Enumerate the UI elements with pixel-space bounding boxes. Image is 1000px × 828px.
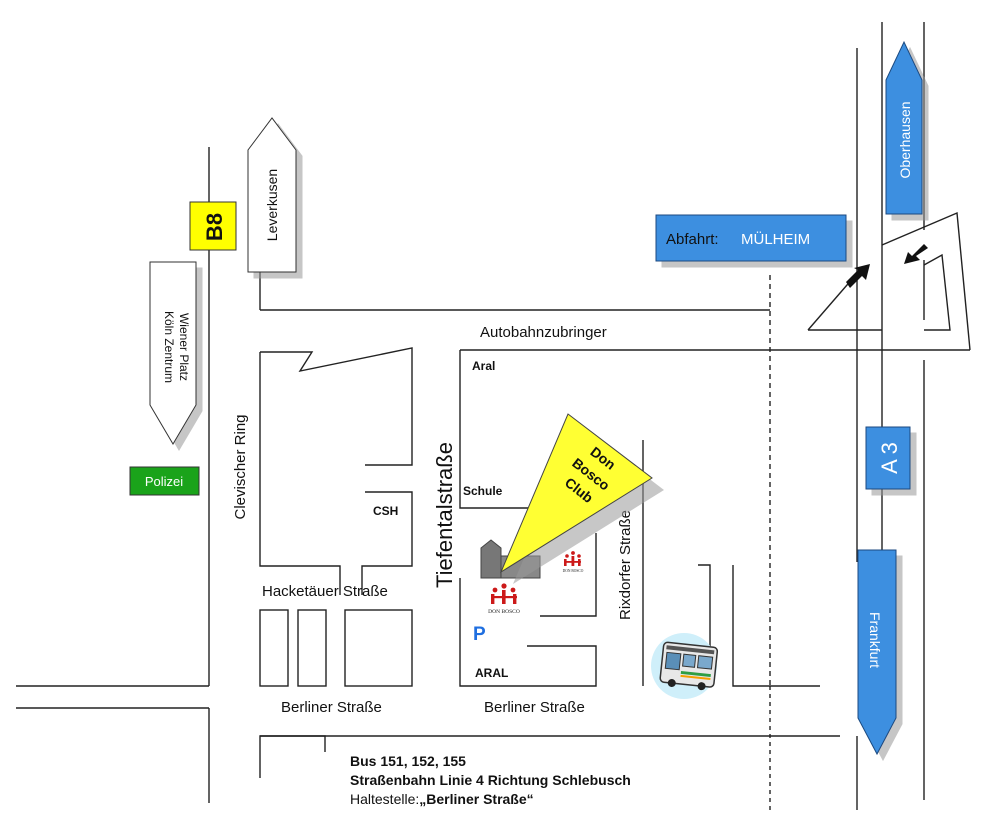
- street-rixdorfer: Rixdorfer Straße: [617, 510, 634, 620]
- don-bosco-logo-text: DON BOSCO: [488, 609, 520, 615]
- schule-label: Schule: [463, 484, 503, 498]
- tram-line: Straßenbahn Linie 4 Richtung Schlebusch: [350, 772, 631, 788]
- koeln-zentrum-label: Köln Zentrum: [162, 311, 176, 383]
- aral-bottom-label: ARAL: [475, 666, 508, 680]
- oberhausen-sign: Oberhausen: [885, 40, 923, 215]
- parking-label: P: [473, 624, 486, 645]
- csh-label: CSH: [373, 504, 398, 518]
- b8-sign: B8: [189, 201, 237, 251]
- transit-info: Bus 151, 152, 155 Straßenbahn Linie 4 Ri…: [350, 752, 631, 809]
- street-clevischer-ring: Clevischer Ring: [232, 414, 249, 519]
- a3-label: A 3: [877, 442, 902, 474]
- b8-label: B8: [202, 213, 227, 241]
- stop-prefix: Haltestelle:: [350, 791, 420, 807]
- street-berliner-right: Berliner Straße: [484, 699, 585, 716]
- bus-icon: [651, 633, 719, 699]
- street-autobahnzubringer: Autobahnzubringer: [480, 324, 607, 341]
- a3-sign: A 3: [865, 426, 911, 490]
- don-bosco-logo-small-icon: DON BOSCO: [563, 551, 584, 573]
- exit-arrow-icon: [846, 244, 928, 288]
- aral-top-label: Aral: [472, 359, 495, 373]
- wiener-platz-sign: Wiener Platz Köln Zentrum: [149, 261, 197, 445]
- oberhausen-label: Oberhausen: [897, 101, 913, 178]
- stop-line: Haltestelle:„Berliner Straße“: [350, 790, 631, 809]
- polizei-sign: Polizei: [129, 466, 200, 496]
- bus-lines: Bus 151, 152, 155: [350, 753, 466, 769]
- wiener-platz-label: Wiener Platz: [177, 313, 191, 381]
- polizei-label: Polizei: [145, 474, 183, 489]
- leverkusen-sign: Leverkusen: [247, 117, 297, 273]
- don-bosco-logo-small-text: DON BOSCO: [563, 569, 584, 573]
- stop-name: „Berliner Straße“: [419, 791, 534, 807]
- street-hacketaeuer: Hacketäuer Straße: [262, 583, 388, 600]
- abfahrt-name: MÜLHEIM: [741, 230, 810, 248]
- road-lines: [16, 22, 971, 810]
- don-bosco-logo-icon: DON BOSCO: [488, 583, 520, 615]
- don-bosco-callout: Don Bosco Club: [499, 413, 664, 584]
- frankfurt-label: Frankfurt: [867, 612, 883, 668]
- abfahrt-prefix: Abfahrt:: [666, 231, 719, 248]
- street-tiefentalstrasse: Tiefentalstraße: [432, 442, 457, 588]
- frankfurt-sign: Frankfurt: [857, 549, 897, 756]
- street-berliner-left: Berliner Straße: [281, 699, 382, 716]
- abfahrt-sign: Abfahrt: MÜLHEIM: [655, 214, 847, 262]
- leverkusen-label: Leverkusen: [264, 169, 280, 241]
